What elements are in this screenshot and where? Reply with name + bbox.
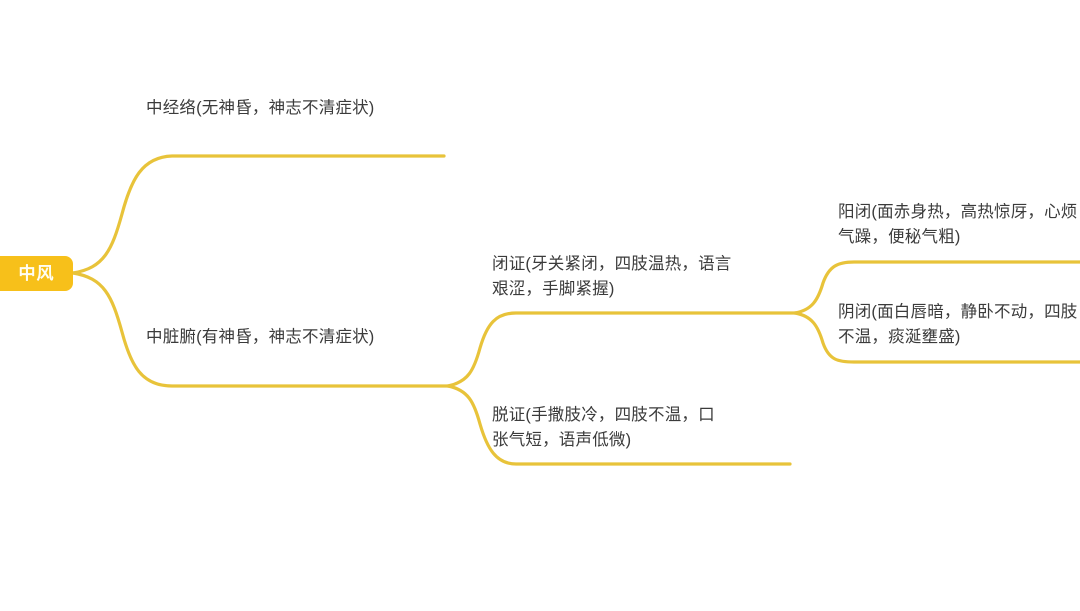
topic-node-tuozheng[interactable]: 脱证(手撒肢冷，四肢不温，口张气短，语声低微) <box>492 406 715 449</box>
topic-node-zhongzangfu[interactable]: 中脏腑(有神昏，神志不清症状) <box>146 328 375 346</box>
connector-root-to-branch-2 <box>71 271 450 388</box>
connector-branch-2-to-bizheng <box>446 311 797 388</box>
topic-node-yinbi[interactable]: 阴闭(面白唇暗，静卧不动，四肢不温，痰涎壅盛) <box>838 303 1078 346</box>
connector-branch-2-to-tuozheng <box>446 384 792 466</box>
topic-node-yangbi[interactable]: 阳闭(面赤身热，高热惊厊，心烦气躁，便秘气粗) <box>838 203 1078 246</box>
topic-node-zhongjingluo[interactable]: 中经络(无神昏，神志不清症状) <box>146 99 375 117</box>
root-node[interactable]: 中风 <box>0 256 73 291</box>
connector-root-to-branch-1 <box>71 154 446 275</box>
topic-node-bizheng[interactable]: 闭证(牙关紧闭，四肢温热，语言艰涩，手脚紧握) <box>492 255 732 298</box>
connector-bizheng-to-yinbi <box>793 311 1080 364</box>
root-node-label: 中风 <box>18 264 55 283</box>
connector-bizheng-to-yangbi <box>793 260 1080 315</box>
